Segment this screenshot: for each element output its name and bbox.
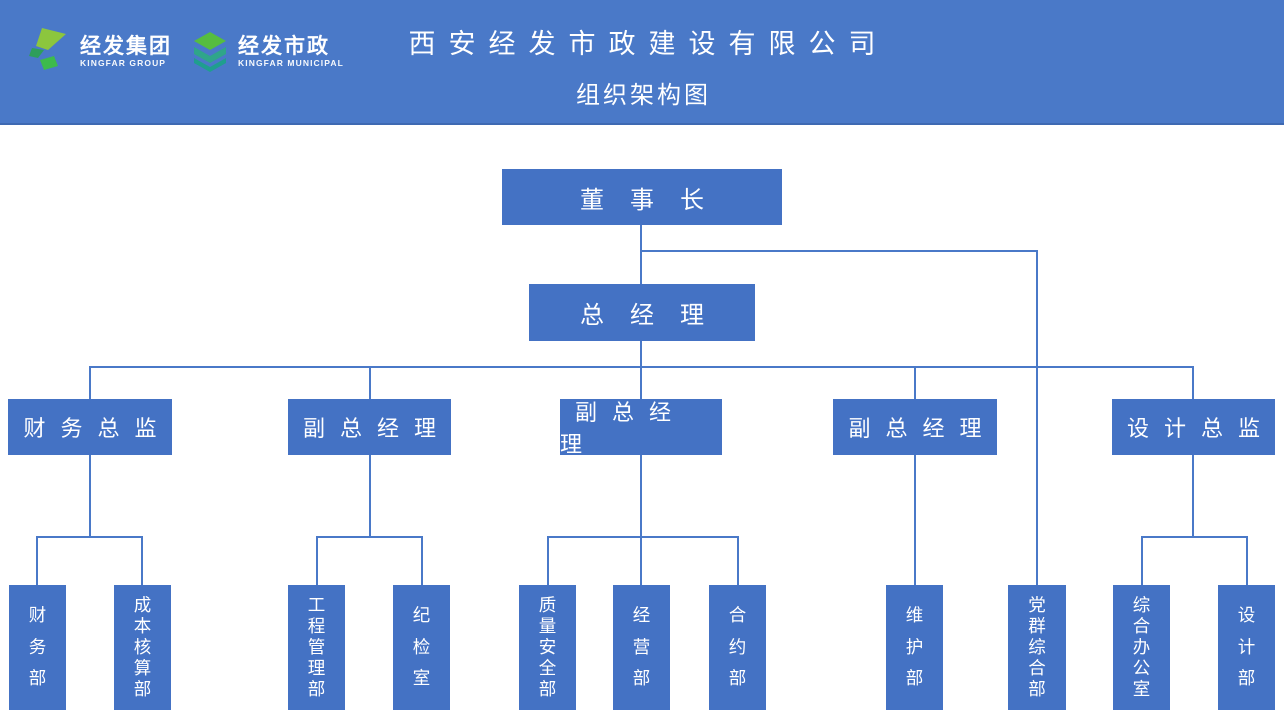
node-quality-safety-dept: 质量安全部 — [519, 585, 576, 710]
connector-deputy2-children — [547, 536, 739, 538]
node-deputy-gm-3: 副总经理 — [833, 399, 997, 455]
connector-executive-row — [89, 366, 1194, 368]
connector-design-director-down — [1192, 455, 1194, 536]
node-finance-director: 财务总监 — [8, 399, 172, 455]
logo-name-en: KINGFAR MUNICIPAL — [238, 58, 344, 69]
connector-general-office — [1141, 536, 1143, 585]
kingfar-municipal-logo-text: 经发市政 KINGFAR MUNICIPAL — [238, 35, 344, 69]
logo-name-cn: 经发市政 — [238, 34, 330, 58]
node-design-director: 设计总监 — [1112, 399, 1275, 455]
header-banner: 经发集团 KINGFAR GROUP 经发市政 KINGFAR MUNICIPA… — [0, 0, 1284, 125]
kingfar-group-logo-icon — [29, 28, 66, 70]
connector-deputy3-maintenance — [914, 455, 916, 585]
connector-design-dept — [1246, 536, 1248, 585]
node-discipline-inspection-office: 纪检室 — [393, 585, 450, 710]
connector-engineering-dept — [316, 536, 318, 585]
node-maintenance-dept: 维护部 — [886, 585, 943, 710]
logo-name-cn: 经发集团 — [80, 34, 172, 58]
node-finance-dept: 财务部 — [9, 585, 66, 710]
logo-group-container: 经发集团 KINGFAR GROUP 经发市政 KINGFAR MUNICIPA… — [28, 28, 344, 76]
node-general-manager: 总经理 — [529, 284, 755, 341]
connector-gm-row — [640, 341, 642, 399]
node-operations-dept: 经营部 — [613, 585, 670, 710]
kingfar-municipal-logo: 经发市政 KINGFAR MUNICIPAL — [190, 30, 344, 74]
connector-contract-dept — [737, 536, 739, 585]
header-titles: 西安经发市政建设有限公司 组织架构图 — [0, 0, 1284, 110]
connector-stub-cfo — [89, 366, 91, 399]
node-contract-dept: 合约部 — [709, 585, 766, 710]
connector-chairman-gm — [640, 225, 642, 285]
connector-chairman-party-dept — [1036, 250, 1038, 585]
connector-stub-deputy3 — [914, 366, 916, 399]
node-party-masses-dept: 党群综合部 — [1008, 585, 1066, 710]
node-deputy-gm-2: 副总经理 — [560, 399, 722, 457]
node-engineering-management-dept: 工程管理部 — [288, 585, 345, 710]
connector-stub-deputy1 — [369, 366, 371, 399]
node-general-office: 综合办公室 — [1113, 585, 1170, 710]
connector-finance-dept — [36, 536, 38, 585]
kingfar-municipal-logo-icon — [194, 32, 226, 72]
connector-quality-dept — [547, 536, 549, 585]
logo-name-en: KINGFAR GROUP — [80, 58, 167, 69]
connector-deputy2-down — [640, 455, 642, 536]
kingfar-group-logo: 经发集团 KINGFAR GROUP — [28, 28, 172, 76]
connector-chairman-elbow — [640, 250, 1038, 252]
kingfar-group-logo-text: 经发集团 KINGFAR GROUP — [80, 35, 172, 69]
connector-stub-design-director — [1192, 366, 1194, 399]
connector-discipline-office — [421, 536, 423, 585]
node-chairman: 董事长 — [502, 169, 782, 225]
connector-cfo-children — [36, 536, 143, 538]
chart-title: 组织架构图 — [576, 82, 711, 109]
node-design-dept: 设计部 — [1218, 585, 1275, 710]
connector-operations-dept — [640, 536, 642, 585]
connector-deputy1-children — [316, 536, 423, 538]
connector-deputy1-down — [369, 455, 371, 536]
connector-cost-dept — [141, 536, 143, 585]
node-cost-accounting-dept: 成本核算部 — [114, 585, 171, 710]
connector-cfo-down — [89, 455, 91, 536]
company-title: 西安经发市政建设有限公司 — [408, 29, 889, 59]
connector-design-children — [1141, 536, 1248, 538]
node-deputy-gm-1: 副总经理 — [288, 399, 451, 455]
